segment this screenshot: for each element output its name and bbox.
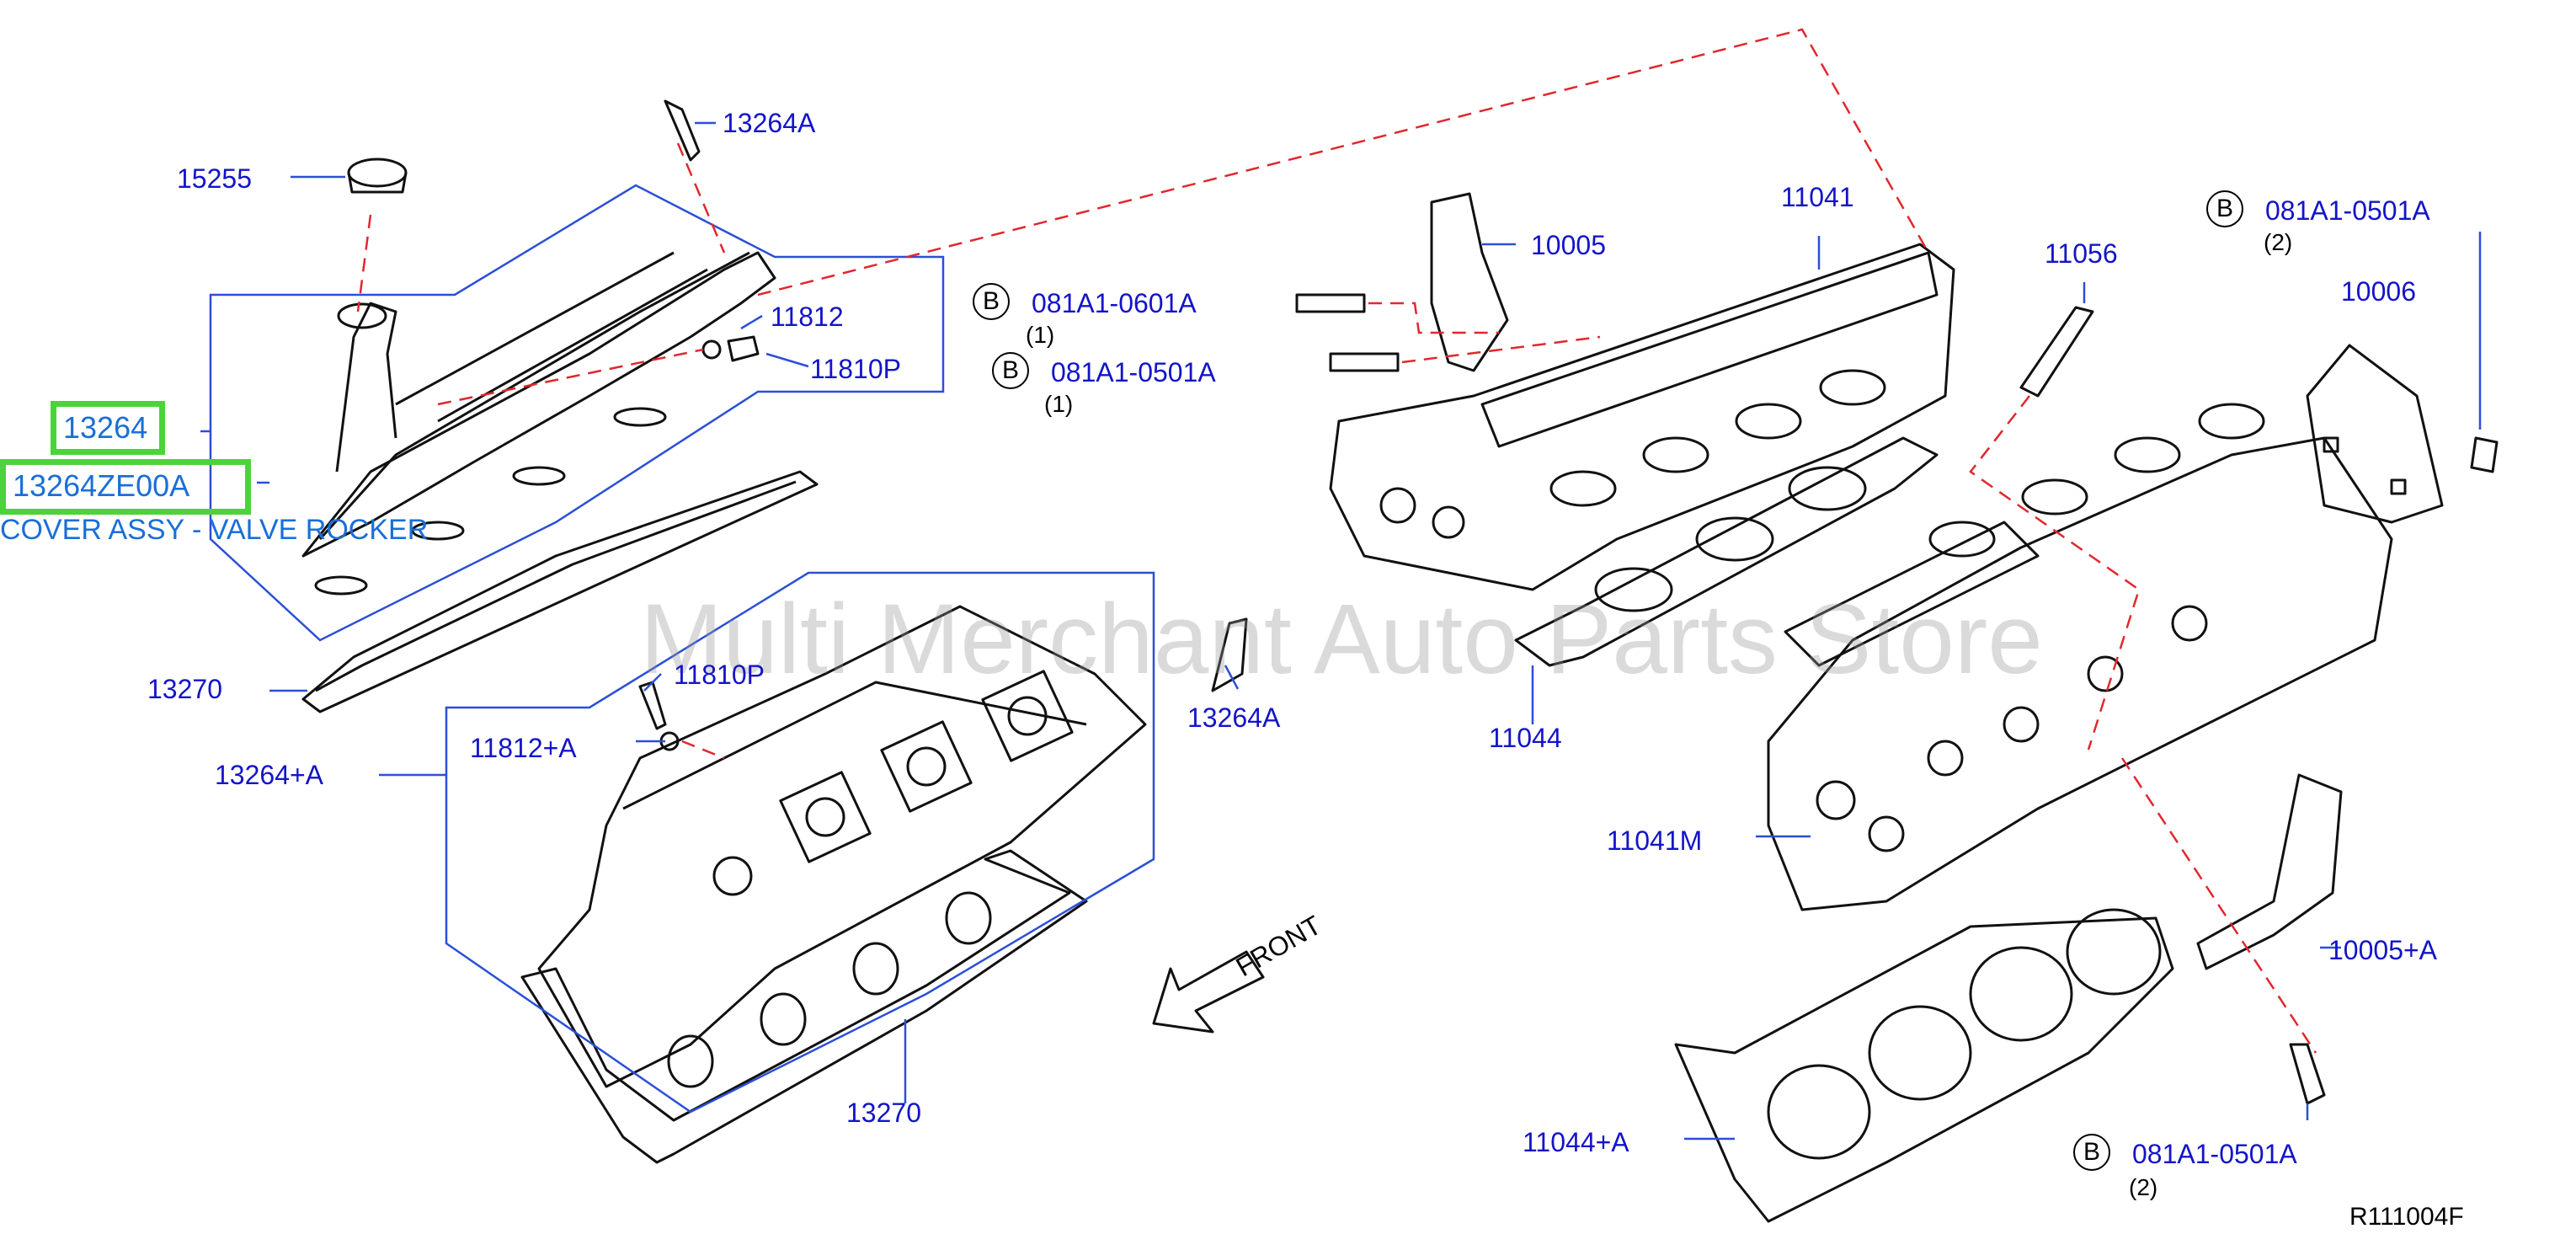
- highlight-part-13264[interactable]: 13264: [51, 401, 165, 455]
- bolt-marker-b: B: [973, 283, 1010, 320]
- part-description: COVER ASSY - VALVE ROCKER: [0, 514, 429, 546]
- gasket-11044A: [1674, 916, 2174, 1223]
- watermark-text: Multi Merchant Auto Parts Store: [640, 584, 2043, 695]
- part-label-11810P-top[interactable]: 11810P: [810, 354, 901, 384]
- part-label-11044A[interactable]: 11044+A: [1523, 1127, 1629, 1157]
- highlight-part-13264ZE00A[interactable]: 13264ZE00A: [0, 459, 251, 515]
- part-label-13270-left[interactable]: 13270: [147, 674, 222, 704]
- part-label-081A1-0501A-mid[interactable]: 081A1-0501A: [1051, 357, 1216, 387]
- part-label-11810P-mid[interactable]: 11810P: [674, 660, 765, 690]
- valve-rocker-cover-lower: [537, 605, 1147, 1088]
- part-label-11041[interactable]: 11041: [1781, 182, 1854, 212]
- part-label-11812A[interactable]: 11812+A: [470, 733, 577, 763]
- part-label-13264A-mid[interactable]: 13264A: [1187, 702, 1281, 733]
- highlight-label-13264ZE00A: 13264ZE00A: [13, 468, 190, 503]
- part-label-081A1-0601A[interactable]: 081A1-0601A: [1032, 288, 1197, 318]
- part-label-13264A-assy[interactable]: 13264+A: [215, 760, 324, 790]
- bolt-marker-b: B: [992, 352, 1029, 389]
- cylinder-head-11041M: [1767, 436, 2393, 911]
- part-label-13270-bottom[interactable]: 13270: [846, 1098, 921, 1128]
- part-label-10006[interactable]: 10006: [2341, 276, 2416, 307]
- part-label-13264A-top[interactable]: 13264A: [723, 108, 816, 138]
- cylinder-head-11041: [1329, 243, 1955, 591]
- quantity-0601A: (1): [1026, 322, 1055, 348]
- part-label-081A1-0501A-bottom[interactable]: 081A1-0501A: [2132, 1139, 2297, 1169]
- part-label-11056[interactable]: 11056: [2045, 238, 2118, 269]
- valve-rocker-cover-upper: [301, 251, 776, 558]
- part-label-10005A[interactable]: 10005+A: [2328, 935, 2438, 965]
- quantity-0501A-bottom: (2): [2129, 1174, 2158, 1200]
- quantity-0501A-mid: (1): [1044, 391, 1074, 417]
- part-label-15255[interactable]: 15255: [177, 163, 252, 194]
- gasket-13270-left: [301, 470, 819, 713]
- part-label-11812[interactable]: 11812: [771, 302, 844, 332]
- highlight-label-13264: 13264: [63, 410, 148, 445]
- part-label-081A1-0501A-right[interactable]: 081A1-0501A: [2265, 195, 2430, 226]
- bolt-marker-b: B: [2073, 1134, 2110, 1171]
- part-label-11044[interactable]: 11044: [1489, 723, 1562, 753]
- bolt-marker-b: B: [2206, 190, 2243, 227]
- part-label-10005[interactable]: 10005: [1531, 230, 1606, 260]
- part-label-11041M[interactable]: 11041M: [1607, 825, 1703, 856]
- diagram-reference-code: R111004F: [2349, 1203, 2464, 1231]
- quantity-0501A-right: (2): [2264, 229, 2293, 255]
